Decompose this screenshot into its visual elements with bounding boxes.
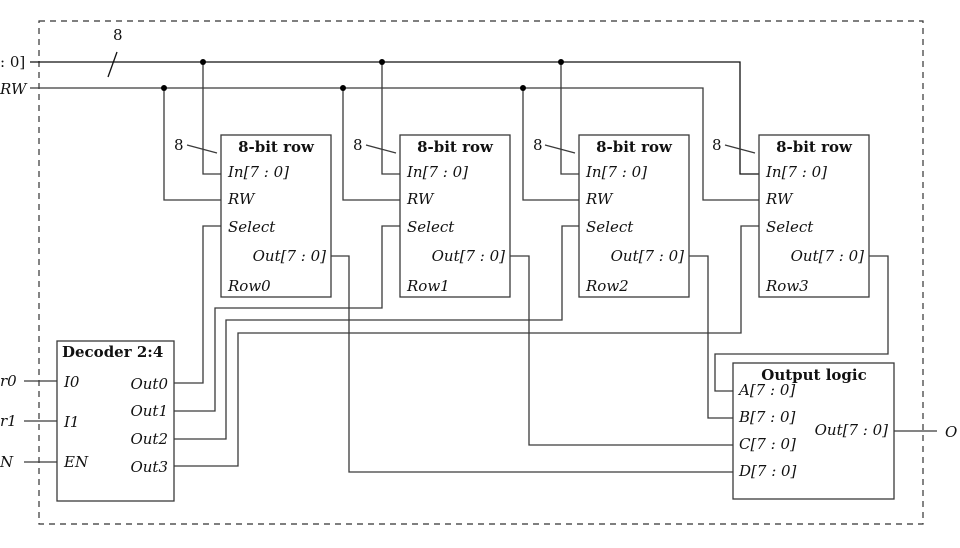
junction-dot: [161, 85, 167, 91]
dec-out2-to-row2-select: [174, 225, 579, 440]
addr0-label: r0: [0, 372, 17, 390]
row1-width-marker: [365, 144, 397, 154]
enable-label: N: [0, 453, 14, 471]
output-label: O: [945, 423, 957, 441]
bus-width-slash: [107, 51, 118, 78]
decoder-out0: Out0: [130, 375, 168, 393]
row3-in-port: In[7 : 0]: [765, 163, 827, 181]
row3-select-port: Select: [766, 218, 814, 236]
rw-bus-wire: [30, 87, 760, 201]
row2-name: Row2: [585, 277, 629, 295]
row2-width-marker: [544, 144, 576, 154]
data-bus-input-label: : 0]: [0, 53, 25, 71]
row3-width-marker: [724, 144, 756, 154]
row1-block: 8-bit row In[7 : 0] RW Select Out[7 : 0]…: [399, 134, 511, 298]
output-logic-block: Output logic A[7 : 0] B[7 : 0] C[7 : 0] …: [732, 362, 895, 500]
row0-in-wire: [202, 62, 223, 175]
module-boundary: [38, 20, 924, 525]
junction-dot: [558, 59, 564, 65]
row2-in-wire: [560, 62, 581, 175]
row0-rw-port: RW: [227, 190, 256, 208]
row2-out-to-b: [689, 255, 733, 419]
decoder-in-i1: I1: [63, 413, 79, 431]
dec-out1-to-row1-select: [174, 225, 400, 412]
junction-dot: [379, 59, 385, 65]
row1-name: Row1: [406, 277, 450, 295]
output-logic-in-c: C[7 : 0]: [739, 435, 796, 453]
decoder-out1: Out1: [130, 402, 168, 420]
row0-width-marker: [186, 144, 218, 154]
row2-rw-port: RW: [585, 190, 614, 208]
row2-title: 8-bit row: [596, 138, 673, 156]
row1-title: 8-bit row: [417, 138, 494, 156]
row2-width-label: 8: [533, 136, 543, 154]
row3-out-port: Out[7 : 0]: [791, 247, 865, 265]
row1-out-to-c: [510, 255, 733, 446]
decoder-in-en: EN: [63, 453, 89, 471]
row1-in-port: In[7 : 0]: [406, 163, 468, 181]
output-logic-title: Output logic: [761, 366, 866, 384]
row0-rw-wire: [163, 88, 223, 201]
output-logic-in-d: D[7 : 0]: [738, 462, 797, 480]
rw-input-label: RW: [0, 80, 28, 98]
addr1-label: r1: [0, 412, 17, 430]
output-logic-in-a: A[7 : 0]: [737, 381, 795, 399]
bus-width-label: 8: [113, 26, 123, 44]
row3-block: 8-bit row In[7 : 0] RW Select Out[7 : 0]…: [758, 134, 870, 298]
row0-title: 8-bit row: [238, 138, 315, 156]
row2-out-port: Out[7 : 0]: [611, 247, 685, 265]
decoder-in-i0: I0: [63, 373, 80, 391]
row1-width-label: 8: [353, 136, 363, 154]
row1-in-wire: [381, 62, 402, 175]
row0-in-port: In[7 : 0]: [227, 163, 289, 181]
row1-select-port: Select: [407, 218, 455, 236]
row0-select-port: Select: [228, 218, 276, 236]
junction-dot: [520, 85, 526, 91]
decoder-block: Decoder 2:4 I0 I1 EN Out0 Out1 Out2 Out3: [56, 340, 175, 502]
output-logic-in-b: B[7 : 0]: [738, 408, 796, 426]
row0-out-to-d: [331, 255, 733, 473]
row2-in-port: In[7 : 0]: [585, 163, 647, 181]
decoder-title: Decoder 2:4: [62, 343, 163, 361]
row3-name: Row3: [765, 277, 809, 295]
row2-select-port: Select: [586, 218, 634, 236]
dec-out0-to-row0-select: [174, 225, 221, 384]
row2-rw-wire: [522, 88, 581, 201]
decoder-out2: Out2: [130, 430, 168, 448]
decoder-out3: Out3: [130, 458, 168, 476]
row1-rw-wire: [342, 88, 402, 201]
junction-dot: [340, 85, 346, 91]
row1-out-port: Out[7 : 0]: [432, 247, 506, 265]
row3-width-label: 8: [712, 136, 722, 154]
row0-block: 8-bit row In[7 : 0] RW Select Out[7 : 0]…: [220, 134, 332, 298]
row0-width-label: 8: [174, 136, 184, 154]
row0-name: Row0: [227, 277, 271, 295]
row0-out-port: Out[7 : 0]: [253, 247, 327, 265]
row3-rw-port: RW: [765, 190, 794, 208]
dec-out3-to-row3-select: [174, 225, 759, 467]
junction-dot: [200, 59, 206, 65]
row3-out-to-a: [714, 255, 889, 392]
row3-title: 8-bit row: [776, 138, 853, 156]
row2-block: 8-bit row In[7 : 0] RW Select Out[7 : 0]…: [578, 134, 690, 298]
output-logic-out: Out[7 : 0]: [815, 421, 889, 439]
row1-rw-port: RW: [406, 190, 435, 208]
